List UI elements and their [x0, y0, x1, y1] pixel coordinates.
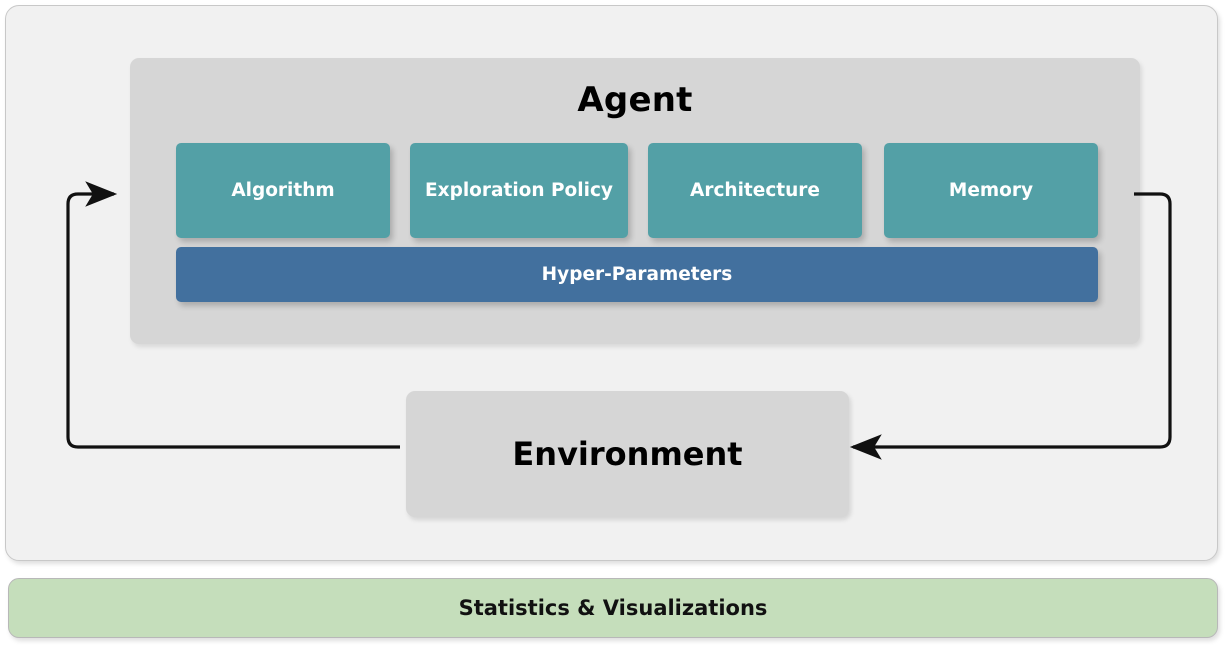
agent-component-memory-label: Memory	[948, 180, 1034, 201]
statistics-visualizations-bar[interactable]: Statistics & Visualizations	[8, 578, 1218, 638]
hyper-parameters-label: Hyper-Parameters	[541, 264, 733, 285]
agent-component-algorithm[interactable]: Algorithm	[176, 143, 390, 238]
agent-component-architecture[interactable]: Architecture	[648, 143, 862, 238]
environment-label: Environment	[512, 435, 743, 473]
statistics-visualizations-label: Statistics & Visualizations	[458, 596, 768, 620]
hyper-parameters-bar[interactable]: Hyper-Parameters	[176, 247, 1098, 302]
agent-panel: Agent Algorithm Exploration Policy Archi…	[130, 58, 1140, 344]
environment-box[interactable]: Environment	[406, 391, 849, 517]
agent-component-architecture-label: Architecture	[690, 180, 820, 201]
agent-components-row: Algorithm Exploration Policy Architectur…	[176, 143, 1098, 238]
reinforcement-learning-loop-panel: Agent Algorithm Exploration Policy Archi…	[5, 5, 1218, 561]
agent-component-algorithm-label: Algorithm	[231, 180, 335, 201]
agent-title: Agent	[577, 80, 693, 120]
agent-component-memory[interactable]: Memory	[884, 143, 1098, 238]
agent-component-exploration-policy-label: Exploration Policy	[425, 180, 613, 201]
agent-component-exploration-policy[interactable]: Exploration Policy	[410, 143, 628, 238]
